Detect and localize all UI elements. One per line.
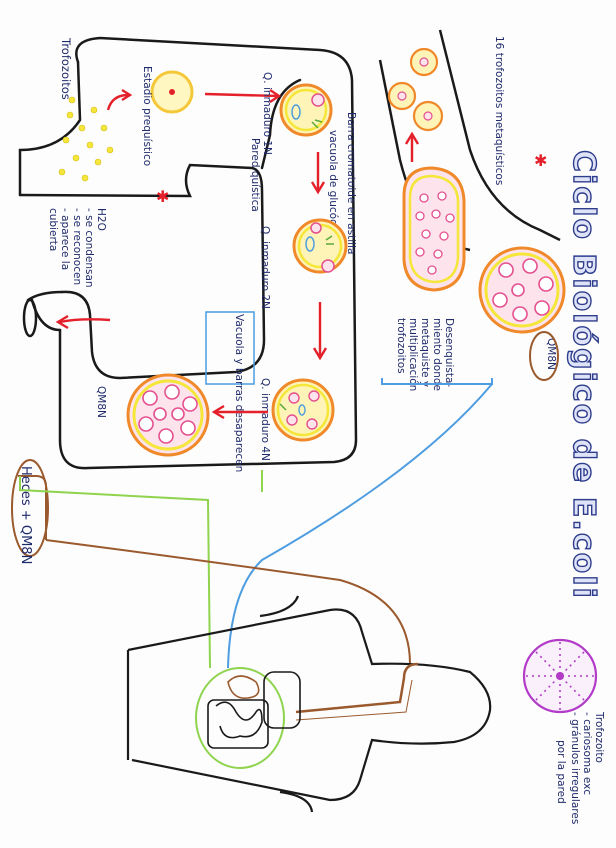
trophozoite-dots [58,96,114,182]
label-q-inmaduro-4n: Q. inmaduro 4N [259,378,271,461]
arrow-icon [106,88,133,111]
cyst-icon [279,83,333,137]
svg-text:cubierta: cubierta [47,208,59,251]
blue-path [381,378,493,385]
star-icon: ✱ [534,151,547,170]
human-body-icon [126,595,492,813]
label-trofozoitos-metaquisticos: 16 trofozoitos metaquísticos [493,36,505,185]
arrow-icon [204,89,282,103]
label-vacuola-barras: Vacuola y barras desaparecen [233,314,245,472]
digestive-zone [195,667,285,769]
cyst-icon [478,246,566,334]
cyst-icon [292,218,348,274]
h2o-notes: H2O - se condensan - se reconocen - apar… [47,208,107,288]
svg-text:- se condensan: - se condensan [83,208,95,288]
svg-text:Desenquista-: Desenquista- [443,318,455,387]
svg-text:- gránulos irregulares: - gránulos irregulares [569,712,581,824]
svg-text:metaquiste y: metaquiste y [419,318,431,387]
esophagus [295,662,419,714]
trofozoito-info: Trofozoito - cariosoma exc - gránulos ir… [555,711,605,824]
cyst-icon [402,166,466,292]
label-estadio: Estadio prequístico [141,66,153,166]
trophozoite-icon [387,47,444,132]
qm8n-right-outline [529,331,559,381]
cyst-icon [126,373,210,457]
svg-text:por la pared: por la pared [555,740,567,804]
cyst-icon [150,70,194,114]
label-qm8n-intestine: QM8N [95,386,107,418]
label-trofozoitos-top: Trofozoitos [59,37,73,100]
page-title: Ciclo Biológico de E.coli [566,150,601,600]
cyst-icon [271,378,335,442]
svg-text:- aparece la: - aparece la [59,208,71,270]
arrow-icon [312,302,328,361]
label-q-inmaduro-1n: Q. inmaduro 1N [261,72,273,155]
esophagus-inner [295,679,413,721]
svg-text:miento donde: miento donde [431,318,443,391]
label-vacuola-glucogeno: vacuola de glucógeno [327,130,339,245]
label-qm8n-right: QM8N [545,338,557,370]
svg-text:- cariosoma exc: - cariosoma exc [581,712,593,795]
svg-text:H2O: H2O [95,208,107,231]
label-q-inmaduro-2n: Q. inmaduro 2N [259,226,271,309]
arrow-icon [55,314,111,330]
svg-text:- se reconocen: - se reconocen [71,208,83,285]
trophozoite-icon [522,638,598,714]
label-barra-cromatoide: Barra cromatoide en astilla [345,112,357,254]
brown-path [45,539,411,665]
intestine-tube-left [18,36,358,470]
vacuola-box [205,311,255,385]
heces-box [11,459,49,557]
green-path [19,476,211,669]
intestine-icon [207,671,301,749]
svg-text:multiplicación: multiplicación [407,318,419,391]
arrow-icon [211,404,268,420]
desenquistamiento-text: Desenquista- miento donde metaquiste y m… [395,318,455,391]
arrow-icon [404,131,420,162]
svg-text:Trofozoito: Trofozoito [593,711,605,763]
connector-lines [19,378,493,669]
arrow-icon [310,152,326,195]
label-pared-quistica: Pared quística [249,138,261,212]
svg-text:trofozoitos: trofozoitos [395,318,407,374]
star-icon: ✱ [156,187,169,206]
